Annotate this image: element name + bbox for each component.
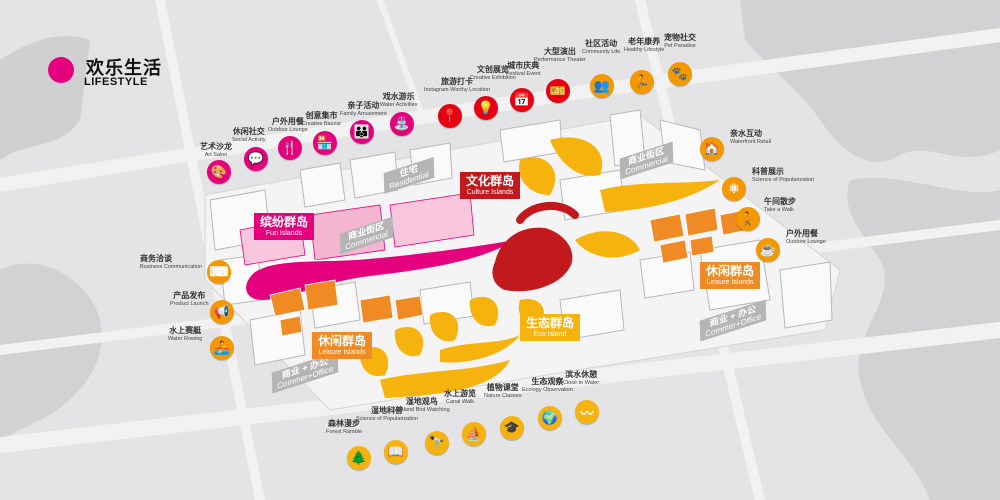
keyboard-icon: ⌨ bbox=[207, 260, 231, 284]
road-north-link bbox=[377, 0, 423, 113]
logo-title-en: LIFESTYLE bbox=[84, 76, 148, 88]
pond-southwest bbox=[0, 263, 102, 440]
chat-icon: 💬 bbox=[244, 147, 268, 171]
binoculars-icon: 🔭 bbox=[425, 431, 449, 455]
community-icon: 👥 bbox=[590, 74, 614, 98]
boat-icon: ⛵ bbox=[462, 422, 486, 446]
graduation-cap-icon: 🎓 bbox=[500, 416, 524, 440]
book-icon: 📖 bbox=[384, 440, 408, 464]
fitness-icon: 🏃 bbox=[630, 70, 654, 94]
ticket-icon: 🎫 bbox=[546, 79, 570, 103]
paw-icon: 🐾 bbox=[668, 62, 692, 86]
atom-icon: ⚛ bbox=[722, 177, 746, 201]
calendar-icon: 📅 bbox=[510, 88, 534, 112]
globe-icon: 🌍 bbox=[538, 406, 562, 430]
market-icon: 🏪 bbox=[313, 131, 337, 155]
road-south bbox=[0, 322, 1000, 453]
palette-icon: 🎨 bbox=[207, 160, 231, 184]
waves-icon: 〰 bbox=[575, 400, 599, 424]
eco-islands-shapes bbox=[359, 137, 720, 398]
tree-icon: 🌲 bbox=[347, 446, 371, 470]
location-pin-icon: 📍 bbox=[438, 104, 462, 128]
walking-icon: 🚶 bbox=[736, 207, 760, 231]
logo-title-cn: 欢乐生活 bbox=[86, 58, 162, 78]
lightbulb-icon: 💡 bbox=[474, 96, 498, 120]
dining-icon: 🍴 bbox=[278, 136, 302, 160]
culture-island-shape bbox=[492, 227, 573, 292]
water-play-icon: ⛲ bbox=[390, 112, 414, 136]
rowing-icon: 🚣 bbox=[210, 336, 234, 360]
storefront-icon: 🏠 bbox=[700, 137, 724, 161]
megaphone-icon: 📢 bbox=[210, 300, 234, 324]
family-icon: 👪 bbox=[350, 120, 374, 144]
logo-mark bbox=[48, 57, 74, 83]
coffee-icon: ☕ bbox=[756, 238, 780, 262]
